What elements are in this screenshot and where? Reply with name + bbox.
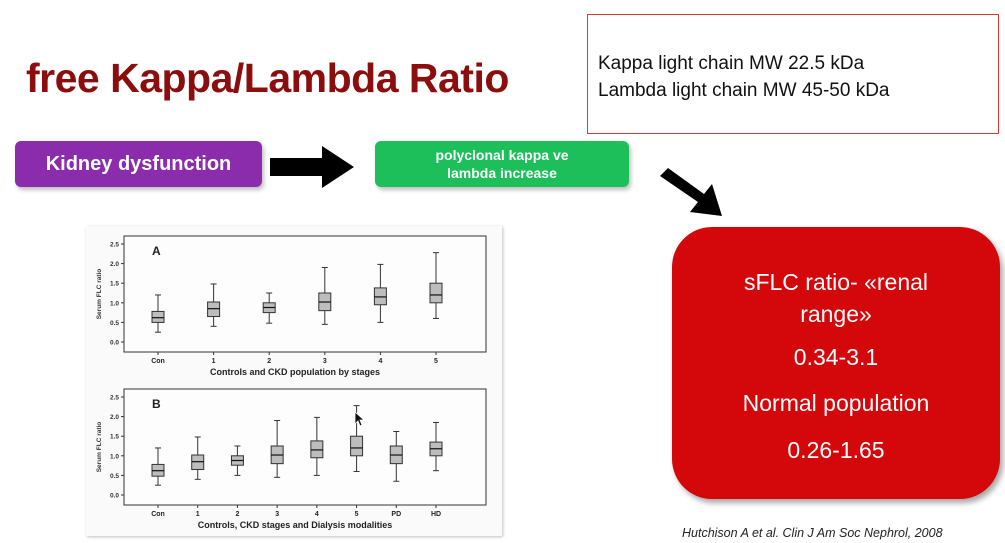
right-arrow-icon xyxy=(270,146,354,188)
y-tick-label: 1.0 xyxy=(110,300,119,307)
plot-frame xyxy=(123,388,487,506)
panel-label: A xyxy=(152,244,161,258)
normal-population-value: 0.26-1.65 xyxy=(787,437,885,463)
slide-title: free Kappa/Lambda Ratio xyxy=(26,55,509,101)
x-tick-label: 2 xyxy=(235,511,239,518)
x-tick-label: Con xyxy=(151,358,165,365)
y-axis-title: Serum FLC ratio xyxy=(96,269,103,320)
x-tick-label: 5 xyxy=(355,511,359,518)
y-tick-label: 2.5 xyxy=(110,395,119,402)
mouse-cursor-icon xyxy=(354,411,366,427)
renal-range-value: 0.34-3.1 xyxy=(793,344,879,370)
renal-range-line2: range» xyxy=(800,301,872,327)
y-axis-title: Serum FLC ratio xyxy=(96,422,103,473)
plot-frame xyxy=(123,235,487,353)
x-tick-label: 1 xyxy=(196,511,200,518)
x-tick-label: 4 xyxy=(378,358,382,365)
panel-label: B xyxy=(152,397,161,411)
y-tick-label: 0.5 xyxy=(110,320,119,327)
polyclonal-increase-label: polyclonal kappa ve lambda increase xyxy=(375,141,629,187)
x-tick-label: 4 xyxy=(315,511,319,518)
y-tick-label: 0.0 xyxy=(110,493,119,500)
citation: Hutchison A et al. Clin J Am Soc Nephrol… xyxy=(682,526,943,540)
box-iqr xyxy=(429,282,443,304)
polyclonal-increase-line2: lambda increase xyxy=(447,165,557,181)
y-tick-label: 2.0 xyxy=(110,261,119,268)
kidney-dysfunction-text: Kidney dysfunction xyxy=(45,152,232,175)
x-tick-label: 3 xyxy=(275,511,279,518)
y-tick-label: 0.0 xyxy=(110,340,119,347)
x-axis-title: Controls and CKD population by stages xyxy=(210,367,380,377)
y-tick-label: 0.5 xyxy=(110,473,119,480)
x-tick-label: 3 xyxy=(323,358,327,365)
y-tick-label: 1.0 xyxy=(110,453,119,460)
y-tick-label: 1.5 xyxy=(110,281,119,288)
x-tick-label: HD xyxy=(431,511,441,518)
x-axis-title: Controls, CKD stages and Dialysis modali… xyxy=(198,520,393,530)
y-tick-label: 2.0 xyxy=(110,414,119,421)
x-tick-label: 2 xyxy=(267,358,271,365)
x-tick-label: Con xyxy=(151,511,165,518)
box-iqr xyxy=(151,310,165,323)
polyclonal-increase-line1: polyclonal kappa ve xyxy=(435,147,569,163)
normal-population-label: Normal population xyxy=(742,390,930,416)
y-tick-label: 2.5 xyxy=(110,242,119,249)
renal-range-line1: sFLC ratio- «renal xyxy=(743,269,929,295)
kidney-dysfunction-label: Kidney dysfunction xyxy=(15,141,262,187)
lambda-mw-text: Lambda light chain MW 45-50 kDa xyxy=(598,80,890,101)
molecular-weight-box: Kappa light chain MW 22.5 kDa Lambda lig… xyxy=(587,14,999,134)
x-tick-label: 5 xyxy=(434,358,438,365)
kappa-mw-text: Kappa light chain MW 22.5 kDa xyxy=(598,53,865,74)
y-tick-label: 1.5 xyxy=(110,434,119,441)
x-tick-label: PD xyxy=(391,511,401,518)
box-iqr xyxy=(350,435,364,457)
down-right-arrow-icon xyxy=(660,168,722,216)
x-tick-label: 1 xyxy=(212,358,216,365)
renal-range-box: sFLC ratio- «renal range» 0.34-3.1 Norma… xyxy=(672,227,1000,499)
